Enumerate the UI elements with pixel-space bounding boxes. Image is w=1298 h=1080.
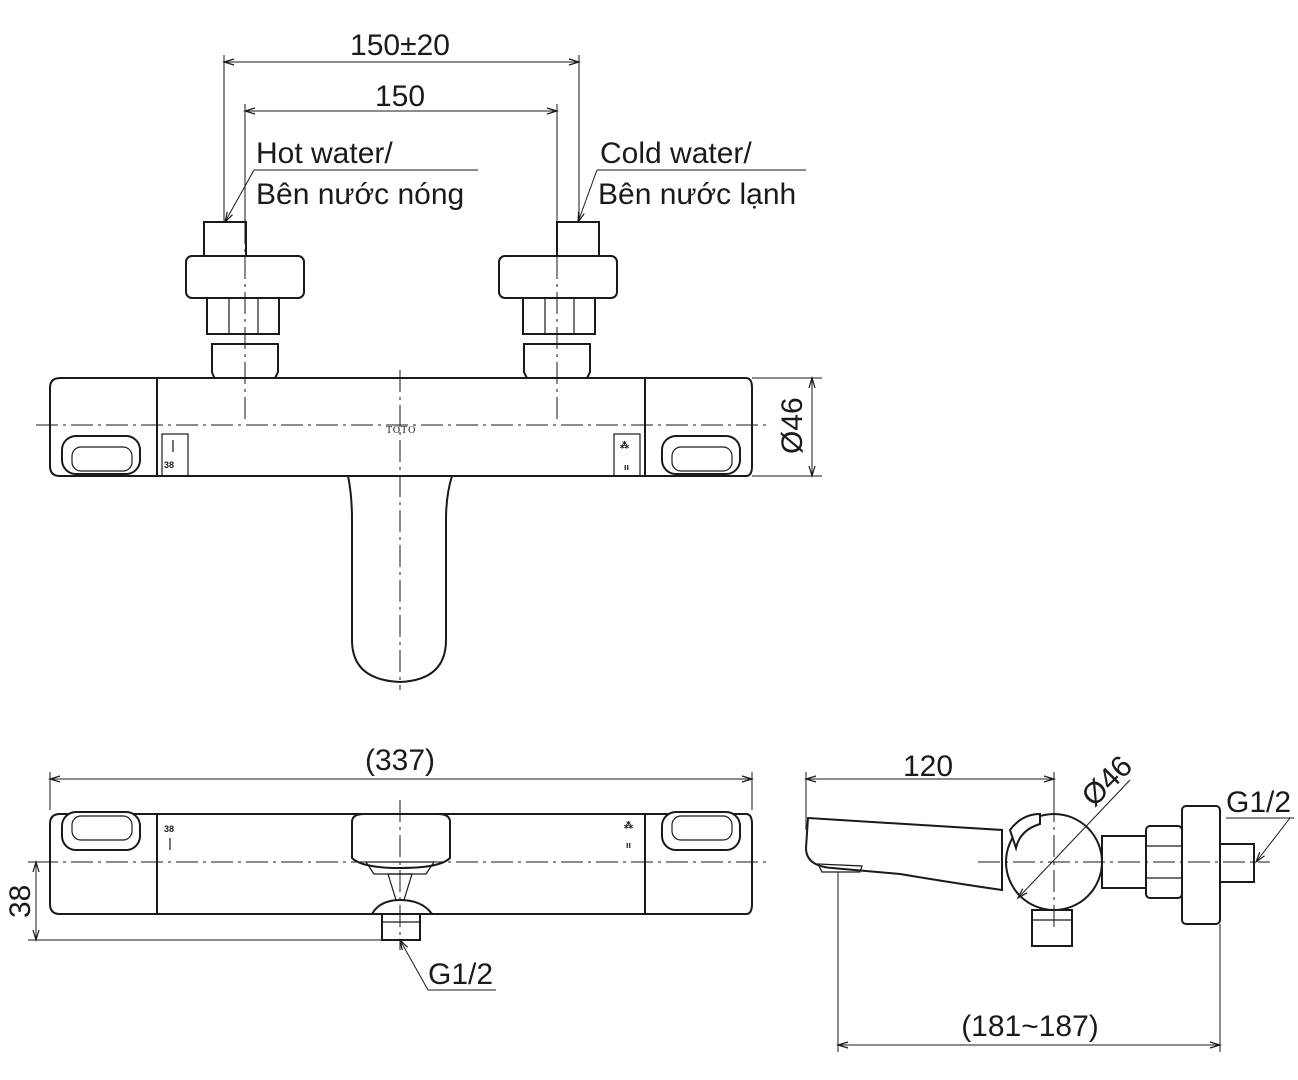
inlet-thread-callout: G1/2 [1226,786,1294,862]
height-dimension: 38 [4,862,382,940]
inlet-thread-label: G1/2 [1226,786,1291,819]
dimension-inner-spacing: 150 [245,80,557,222]
temp-mark-top: 38 [164,824,174,834]
length-dimension: (337) [50,744,752,810]
dimension-outer-label: 150±20 [350,29,450,62]
temperature-handle-front [61,435,141,475]
flow-handle-front [661,435,741,475]
top-view: (337) 38 ⁂ ıı [4,744,768,991]
dimension-inner-label: 150 [375,80,425,113]
length-label: (337) [365,744,435,777]
depth-label: (181~187) [961,1010,1099,1043]
tub-icon-front: ıı [624,462,629,472]
outlet-thread-label: G1/2 [428,958,493,991]
spout-length-label: 120 [903,750,953,783]
side-mixer-body [804,805,1255,947]
top-mixer-body: 38 ⁂ ıı [49,811,753,941]
outlet-thread-callout: G1/2 [400,940,496,991]
dimension-outer-spacing: 150±20 [224,29,579,222]
tub-icon-top: ıı [626,840,631,850]
cold-water-label-vi: Bên nước lạnh [598,178,796,211]
cold-water-callout: Cold water/ Bên nước lạnh [578,137,806,222]
front-diameter-dimension: Ø46 [752,378,822,476]
hot-water-label-vi: Bên nước nóng [256,178,464,211]
side-view: 120 Ø46 G1/ [806,750,1294,1052]
hot-water-callout: Hot water/ Bên nước nóng [225,137,478,222]
cold-inlet-fitting [498,221,618,394]
hot-water-label-en: Hot water/ [256,137,393,170]
side-diameter-label: Ø46 [1076,750,1139,813]
shower-icon-top: ⁂ [624,819,633,830]
depth-dimension: (181~187) [838,872,1220,1052]
brand-logo: TOTO [386,425,416,436]
front-view: 150±20 150 Hot water/ Bên nước nóng Cold… [36,29,822,690]
temp-mark-front: 38 [164,460,174,470]
front-mixer-body: 38 ⁂ ıı TOTO [49,377,753,684]
front-diameter-label: Ø46 [776,397,809,454]
shower-icon-front: ⁂ [620,439,629,450]
height-label: 38 [4,885,37,918]
cold-water-label-en: Cold water/ [600,137,752,170]
